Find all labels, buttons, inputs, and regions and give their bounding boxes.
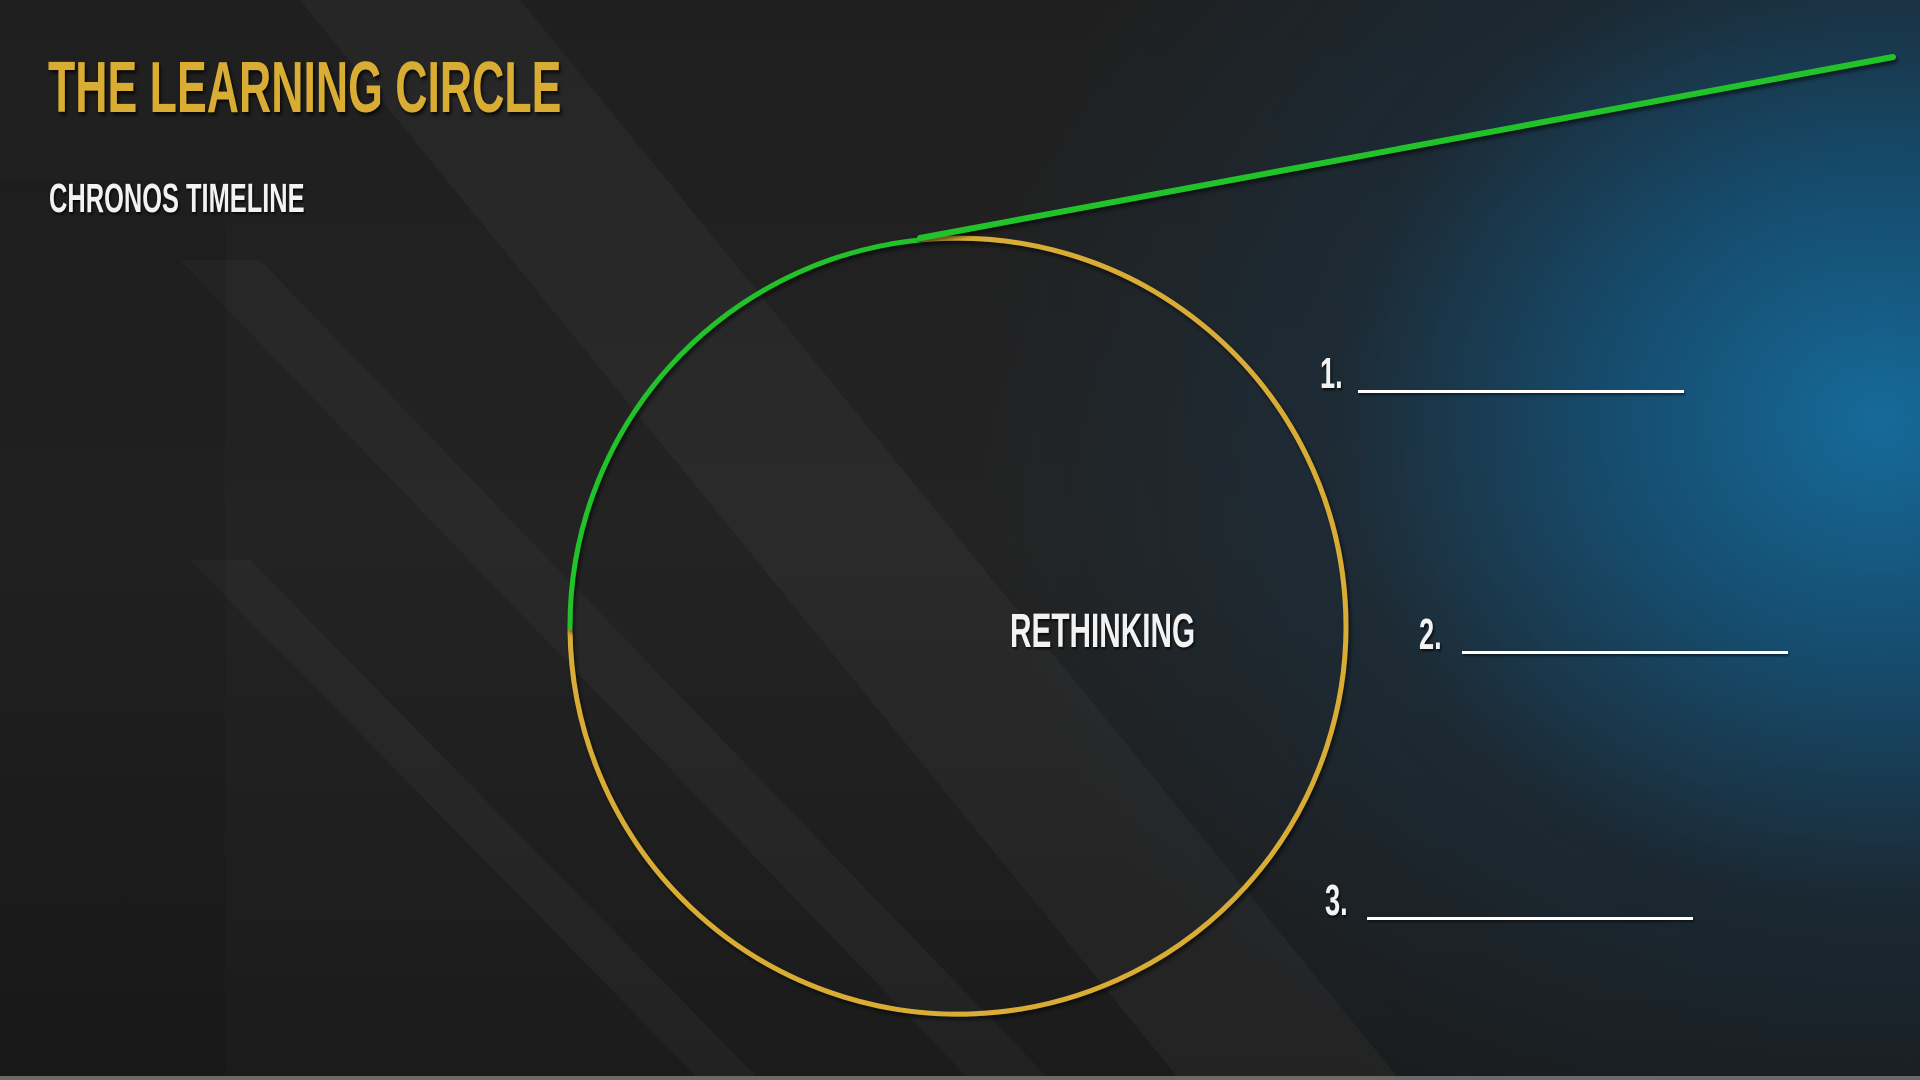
bottom-edge-strip — [0, 1076, 1920, 1080]
slide-title: THE LEARNING CIRCLE — [48, 48, 562, 128]
rethinking-label: RETHINKING — [1010, 605, 1196, 658]
circle-gold-arc — [567, 235, 1349, 1017]
circle-green-arc — [567, 237, 921, 631]
growth-trend-line — [917, 54, 1896, 241]
slide-subtitle: CHRONOS TIMELINE — [49, 175, 305, 221]
item-number: 3. — [1325, 876, 1348, 925]
item-number: 1. — [1320, 349, 1343, 398]
fill-in-blank-line — [1367, 917, 1693, 920]
fill-in-blank-line — [1462, 651, 1788, 654]
item-number: 2. — [1419, 610, 1442, 659]
fill-in-blank-line — [1358, 390, 1684, 393]
